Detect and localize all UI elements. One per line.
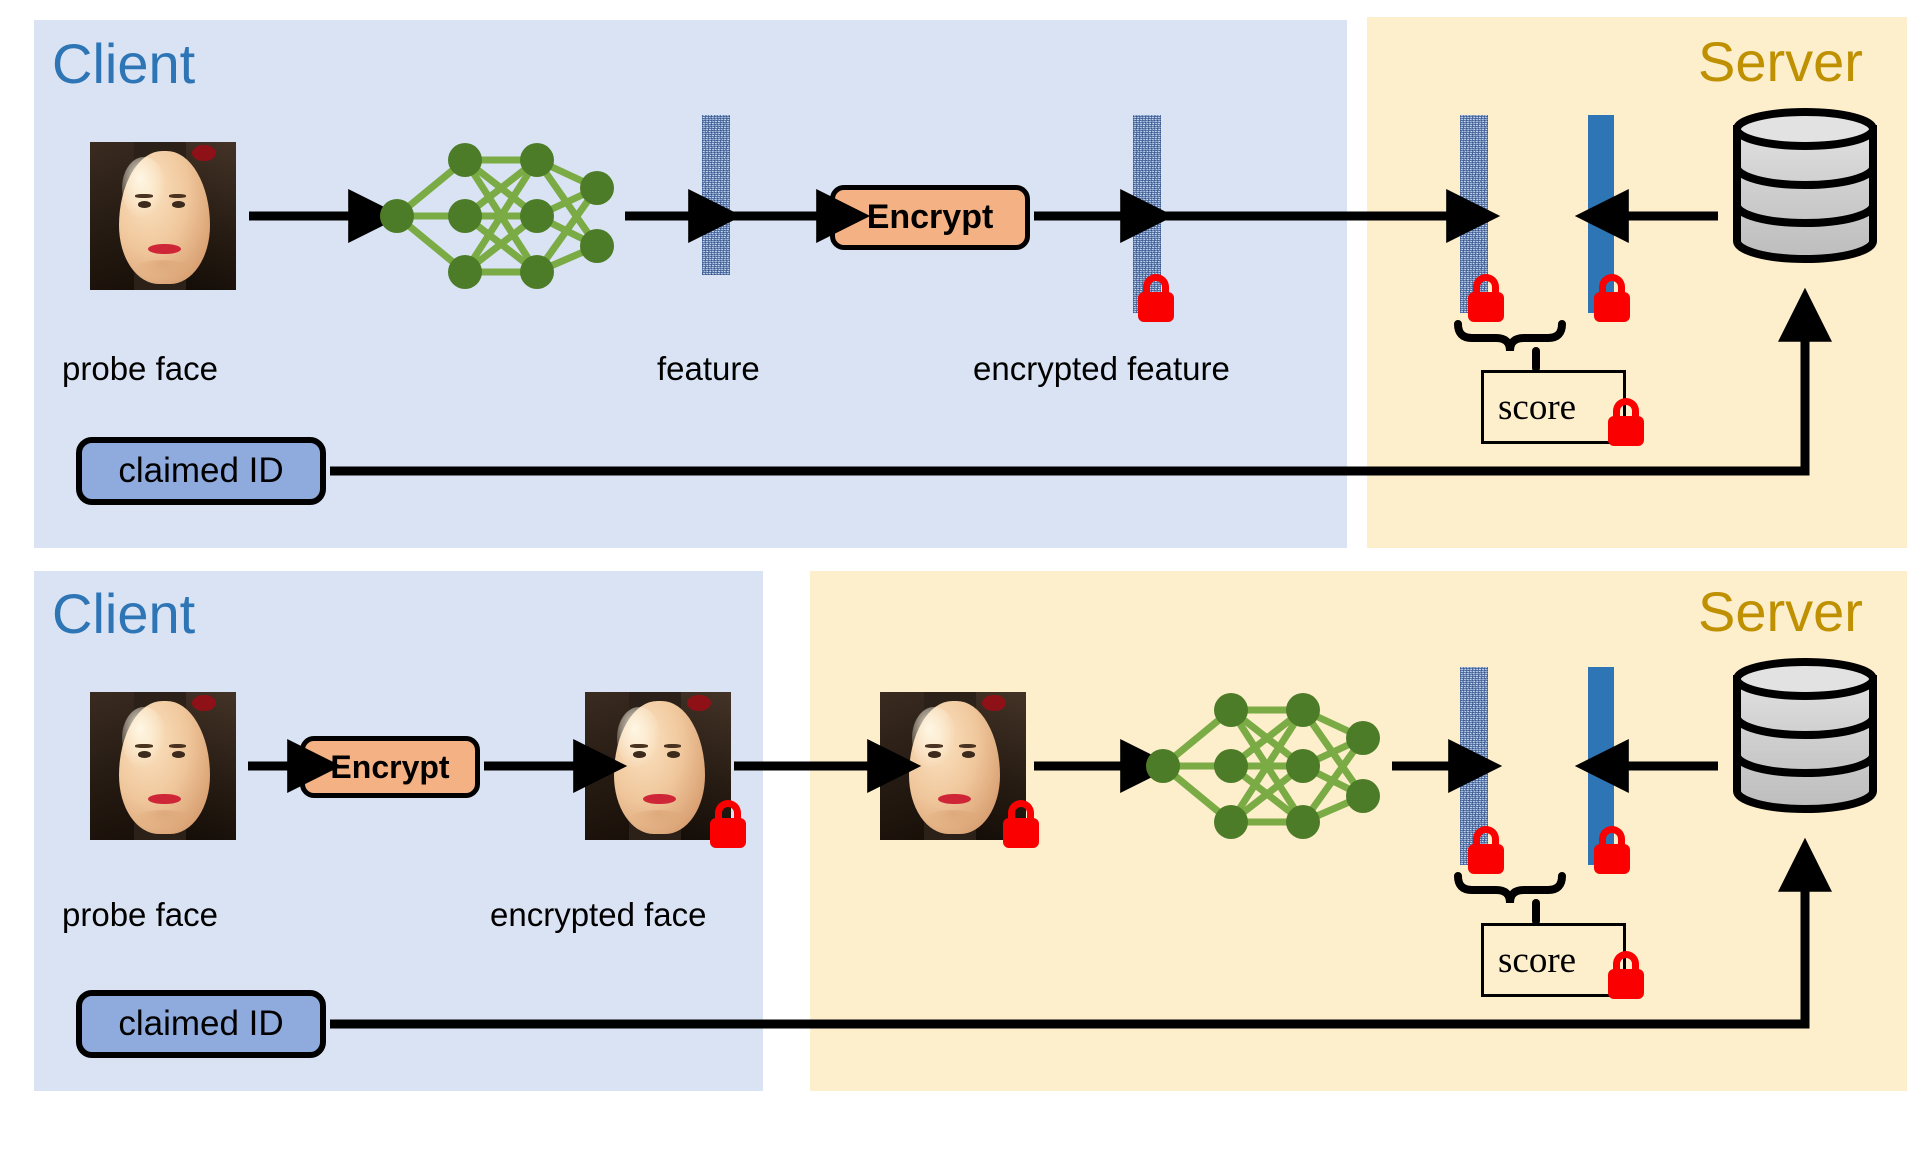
score-box-row1: score [1481, 370, 1626, 444]
client-title-row1: Client [52, 32, 196, 95]
encrypted-feature-bar-row1 [1133, 115, 1161, 313]
server-received-face-image-row2 [880, 692, 1026, 840]
gallery-feature-bar-row1 [1588, 115, 1614, 313]
face-chin-shading [923, 810, 983, 829]
claimed-id-label-row1: claimed ID [118, 451, 284, 490]
caption-probe-face-row1: probe face [62, 350, 218, 387]
face-lips [643, 794, 676, 805]
face-chin-shading [133, 810, 193, 829]
face-hair-bow [192, 694, 216, 712]
face-lips [148, 794, 181, 805]
face-hair-bow [687, 694, 711, 712]
face-lips [148, 244, 181, 255]
gallery-feature-bar-row2 [1588, 667, 1614, 865]
face-eyebrow-right [663, 743, 682, 748]
claimed-id-button-row2[interactable]: claimed ID [76, 990, 326, 1058]
face-chin-shading [628, 810, 688, 829]
face-eyebrow-left [630, 743, 648, 748]
server-title-row2: Server [1698, 580, 1863, 643]
face-eye-left [928, 751, 942, 758]
face-highlight [617, 706, 661, 769]
face-eye-right [171, 201, 185, 208]
face-highlight [122, 156, 166, 219]
encrypt-label-row2: Encrypt [330, 748, 450, 785]
face-hair-bow [192, 144, 216, 162]
caption-encrypted-feature-row1: encrypted feature [973, 350, 1230, 387]
encrypt-label-row1: Encrypt [866, 198, 994, 236]
face-chin-shading [133, 260, 193, 279]
face-highlight [912, 706, 956, 769]
claimed-id-button-row1[interactable]: claimed ID [76, 437, 326, 505]
probe-face-image-row2 [90, 692, 236, 840]
face-highlight [122, 706, 166, 769]
server-panel-row1 [1367, 17, 1907, 548]
server-probe-feature-bar-row2 [1460, 667, 1488, 865]
feature-bar-row1 [702, 115, 730, 275]
face-eyebrow-right [958, 743, 977, 748]
face-eyebrow-right [168, 193, 187, 198]
face-lips [938, 794, 971, 805]
claimed-id-label-row2: claimed ID [118, 1004, 284, 1043]
encrypt-button-row1[interactable]: Encrypt [830, 185, 1030, 250]
face-eyebrow-left [135, 193, 153, 198]
face-eye-right [171, 751, 185, 758]
score-box-row2: score [1481, 923, 1626, 997]
face-eye-left [633, 751, 647, 758]
caption-feature-row1: feature [657, 350, 760, 387]
client-title-row2: Client [52, 582, 196, 645]
face-eye-right [961, 751, 975, 758]
encrypted-face-image-row2 [585, 692, 731, 840]
score-label-row1: score [1498, 386, 1577, 428]
caption-probe-face-row2: probe face [62, 896, 218, 933]
face-eyebrow-left [925, 743, 943, 748]
face-eyebrow-right [168, 743, 187, 748]
face-eye-left [138, 201, 152, 208]
encrypt-button-row2[interactable]: Encrypt [300, 736, 480, 798]
server-probe-feature-bar-row1 [1460, 115, 1488, 313]
server-title-row1: Server [1698, 30, 1863, 93]
face-eye-left [138, 751, 152, 758]
score-label-row2: score [1498, 939, 1577, 981]
face-hair-bow [982, 694, 1006, 712]
face-eye-right [666, 751, 680, 758]
probe-face-image-row1 [90, 142, 236, 290]
face-eyebrow-left [135, 743, 153, 748]
caption-encrypted-face-row2: encrypted face [490, 896, 707, 933]
